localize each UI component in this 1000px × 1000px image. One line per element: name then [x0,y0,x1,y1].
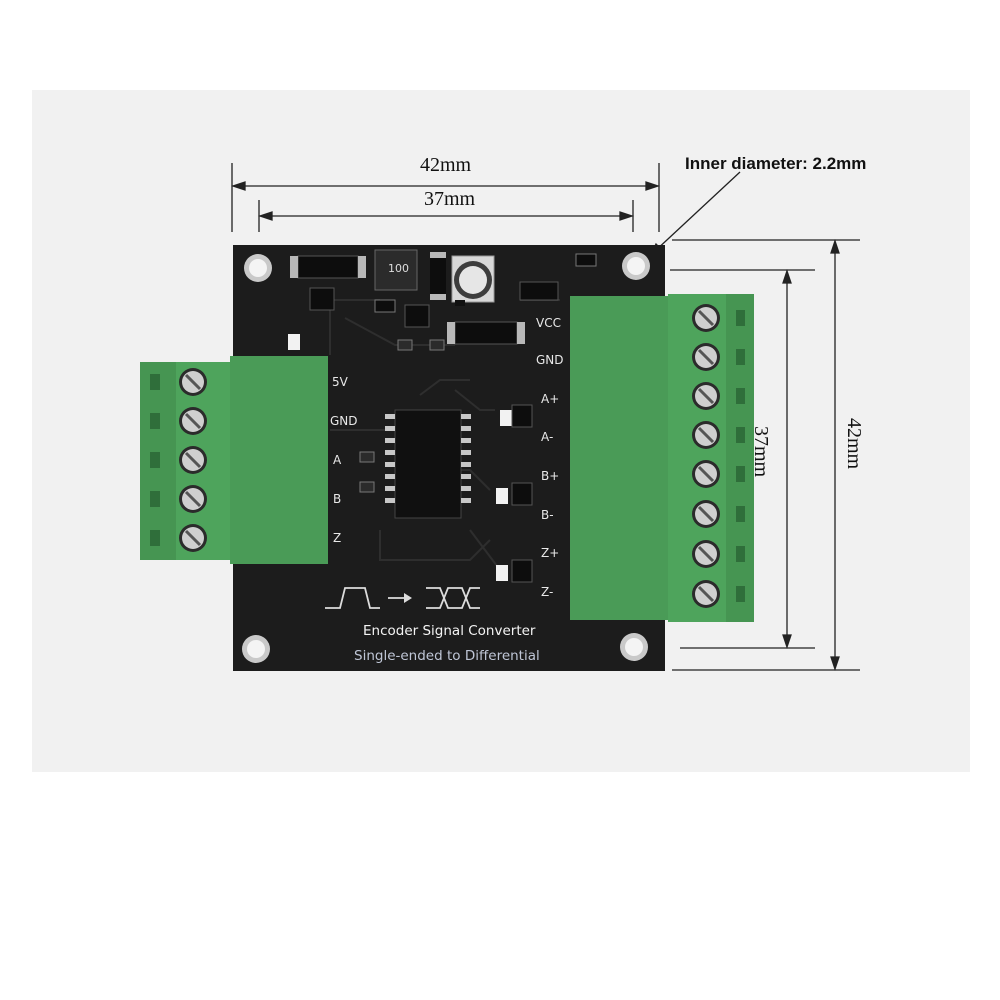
left-pin-gnd: GND [330,414,358,428]
right-terminal-block [570,294,754,622]
left-pin-z: Z [333,531,342,545]
board-subtitle: Single-ended to Differential [354,648,540,664]
waveform-icon [325,587,480,609]
board-title: Encoder Signal Converter [363,623,536,639]
mounting-holes [242,252,650,663]
left-pin-a: A [333,453,342,467]
hole-diameter-note: Inner diameter: 2.2mm [685,154,867,173]
inductor-marking: 100 [388,262,409,275]
width-inner-label: 37mm [424,188,476,210]
width-outer-label: 42mm [420,154,472,176]
left-pin-5v: 5V [332,375,348,389]
right-pin-z-minus: Z- [541,585,554,599]
right-pin-vcc: VCC [536,316,561,330]
right-pin-a-plus: A+ [541,392,560,406]
left-pin-b: B [333,492,342,506]
right-pin-b-minus: B- [541,508,554,522]
arrow-icon [404,593,412,603]
right-pin-gnd: GND [536,353,564,367]
height-outer-label: 42mm [843,418,865,470]
left-terminal-block [140,356,328,564]
right-pin-z-plus: Z+ [541,546,560,560]
height-inner-label: 37mm [750,426,772,478]
dimension-lines [230,163,860,672]
ic-chip [385,409,471,519]
smd-components [288,249,597,583]
right-pin-a-minus: A- [541,430,554,444]
right-pin-b-plus: B+ [541,469,560,483]
